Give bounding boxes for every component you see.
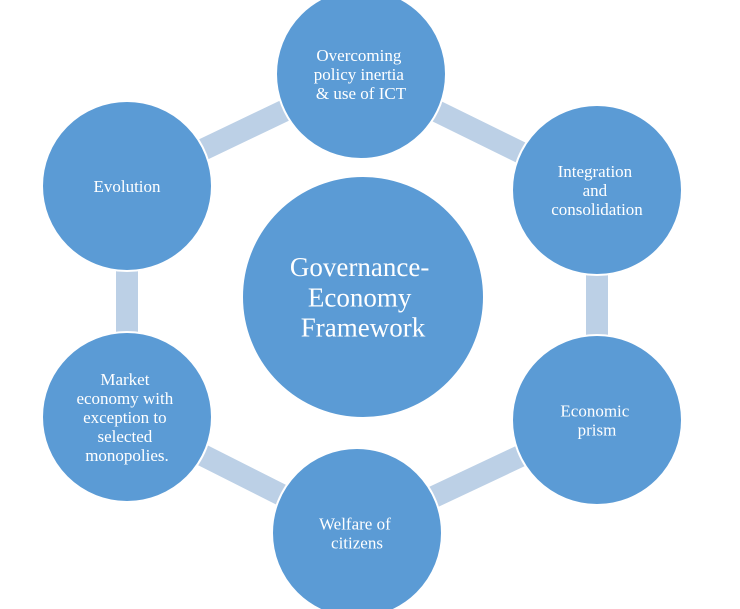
svg-text:Integration and co: Integration and consolidation: [551, 162, 643, 219]
node-label-line: Welfare of: [319, 514, 391, 533]
node-integration: Integration and consolidation: [511, 104, 683, 276]
node-label-line: Overcoming: [316, 46, 401, 65]
center-node: Governance- Economy Framework: [241, 175, 485, 419]
node-label-line: selected: [98, 427, 153, 446]
node-label-line: citizens: [331, 534, 383, 553]
node-evolution: Evolution: [41, 100, 213, 272]
node-label-line: Market: [100, 370, 149, 389]
node-label-line: Evolution: [93, 177, 161, 196]
node-label-line: policy inertia: [314, 65, 405, 84]
node-prism: Economic prism: [511, 334, 683, 506]
node-welfare: Welfare of citizens: [271, 447, 443, 609]
center-label-line: Framework: [301, 313, 426, 343]
center-label-line: Economy: [308, 282, 412, 312]
node-label-line: economy with: [76, 389, 173, 408]
node-label-line: consolidation: [551, 200, 643, 219]
svg-text:Welfare of citizens: Welfare of citizens: [319, 514, 395, 552]
center-label-line: Governance-: [290, 252, 429, 282]
svg-text:Evolution: Evolution: [93, 177, 161, 196]
node-label-line: Economic: [560, 401, 629, 420]
node-label-line: & use of ICT: [316, 84, 407, 103]
node-label-line: exception to: [83, 408, 167, 427]
node-label-line: Integration: [558, 162, 633, 181]
svg-text:Economic prism: Economic prism: [560, 401, 633, 439]
svg-text:Market economy with: Market economy with exception to selecte…: [76, 370, 177, 465]
svg-text:Overcoming policy inerti: Overcoming policy inertia & use of ICT: [314, 46, 408, 103]
node-ict: Overcoming policy inertia & use of ICT: [275, 0, 447, 160]
node-market: Market economy with exception to selecte…: [41, 331, 213, 503]
node-label-line: monopolies.: [85, 446, 169, 465]
svg-text:Governance- Economy: Governance- Economy Framework: [290, 252, 436, 343]
node-label-line: prism: [578, 421, 617, 440]
node-label-line: and: [583, 181, 608, 200]
